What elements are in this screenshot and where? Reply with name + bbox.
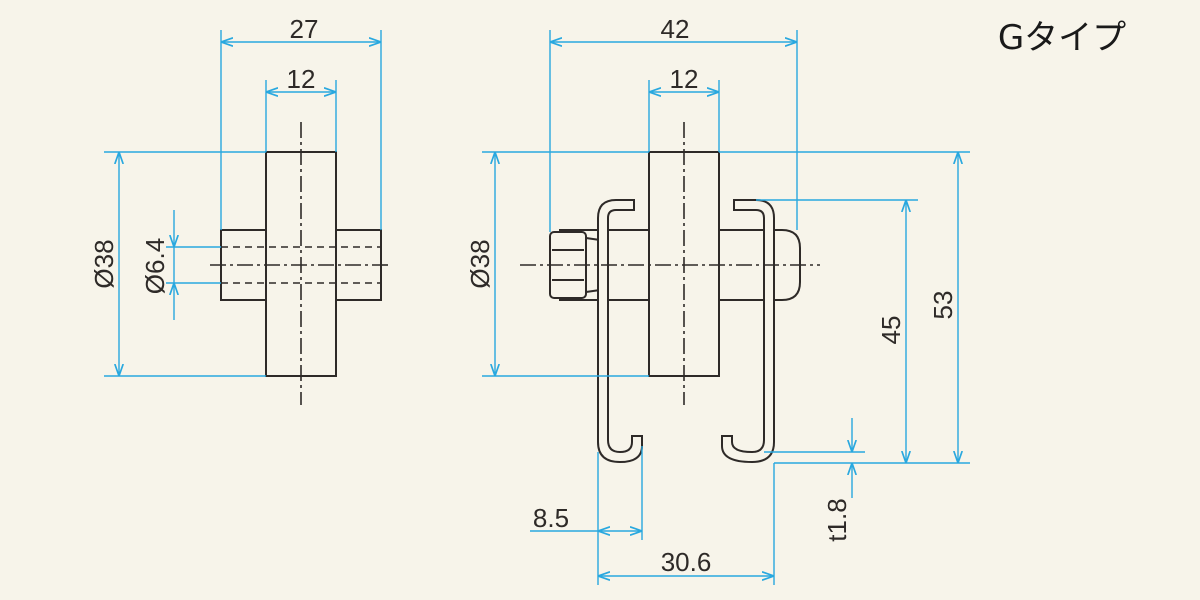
dimension-label-45: 45 bbox=[876, 316, 906, 345]
dimension-diameter-6-4: Ø6.4 bbox=[140, 210, 221, 320]
left-view: 27 12 Ø38 Ø6.4 bbox=[89, 14, 392, 405]
dimension-42: 42 bbox=[549, 14, 798, 232]
dimension-diameter-38-right: Ø38 bbox=[465, 151, 649, 377]
dimension-label-8-5: 8.5 bbox=[533, 503, 569, 533]
dimension-53: 53 bbox=[719, 151, 970, 464]
dimension-label-53: 53 bbox=[928, 291, 958, 320]
right-bracket bbox=[721, 199, 775, 464]
dimension-label-diameter-38-left: Ø38 bbox=[89, 239, 119, 288]
dimension-label-diameter-38-right: Ø38 bbox=[465, 239, 495, 288]
dimension-label-diameter-6-4: Ø6.4 bbox=[140, 238, 170, 294]
dimension-12-right: 12 bbox=[648, 64, 720, 152]
dimension-diameter-38-left: Ø38 bbox=[89, 151, 266, 377]
dimension-8-5: 8.5 bbox=[530, 446, 643, 540]
dimension-thickness: t1.8 bbox=[764, 418, 865, 542]
dimension-label-thickness: t1.8 bbox=[822, 498, 852, 541]
dimension-label-12-right: 12 bbox=[670, 64, 699, 94]
dimension-label-30-6: 30.6 bbox=[661, 547, 712, 577]
dimension-12-left: 12 bbox=[265, 64, 337, 152]
dimension-45: 45 bbox=[756, 199, 918, 463]
left-bracket bbox=[597, 199, 643, 464]
right-view: 42 12 Ø38 53 45 bbox=[465, 14, 970, 585]
drawing-title: Gタイプ bbox=[998, 18, 1126, 58]
dimension-label-27: 27 bbox=[290, 14, 319, 44]
dimension-label-12-left: 12 bbox=[287, 64, 316, 94]
dimension-27: 27 bbox=[220, 14, 382, 230]
dimension-label-42: 42 bbox=[661, 14, 690, 44]
dimension-30-6: 30.6 bbox=[597, 463, 775, 585]
